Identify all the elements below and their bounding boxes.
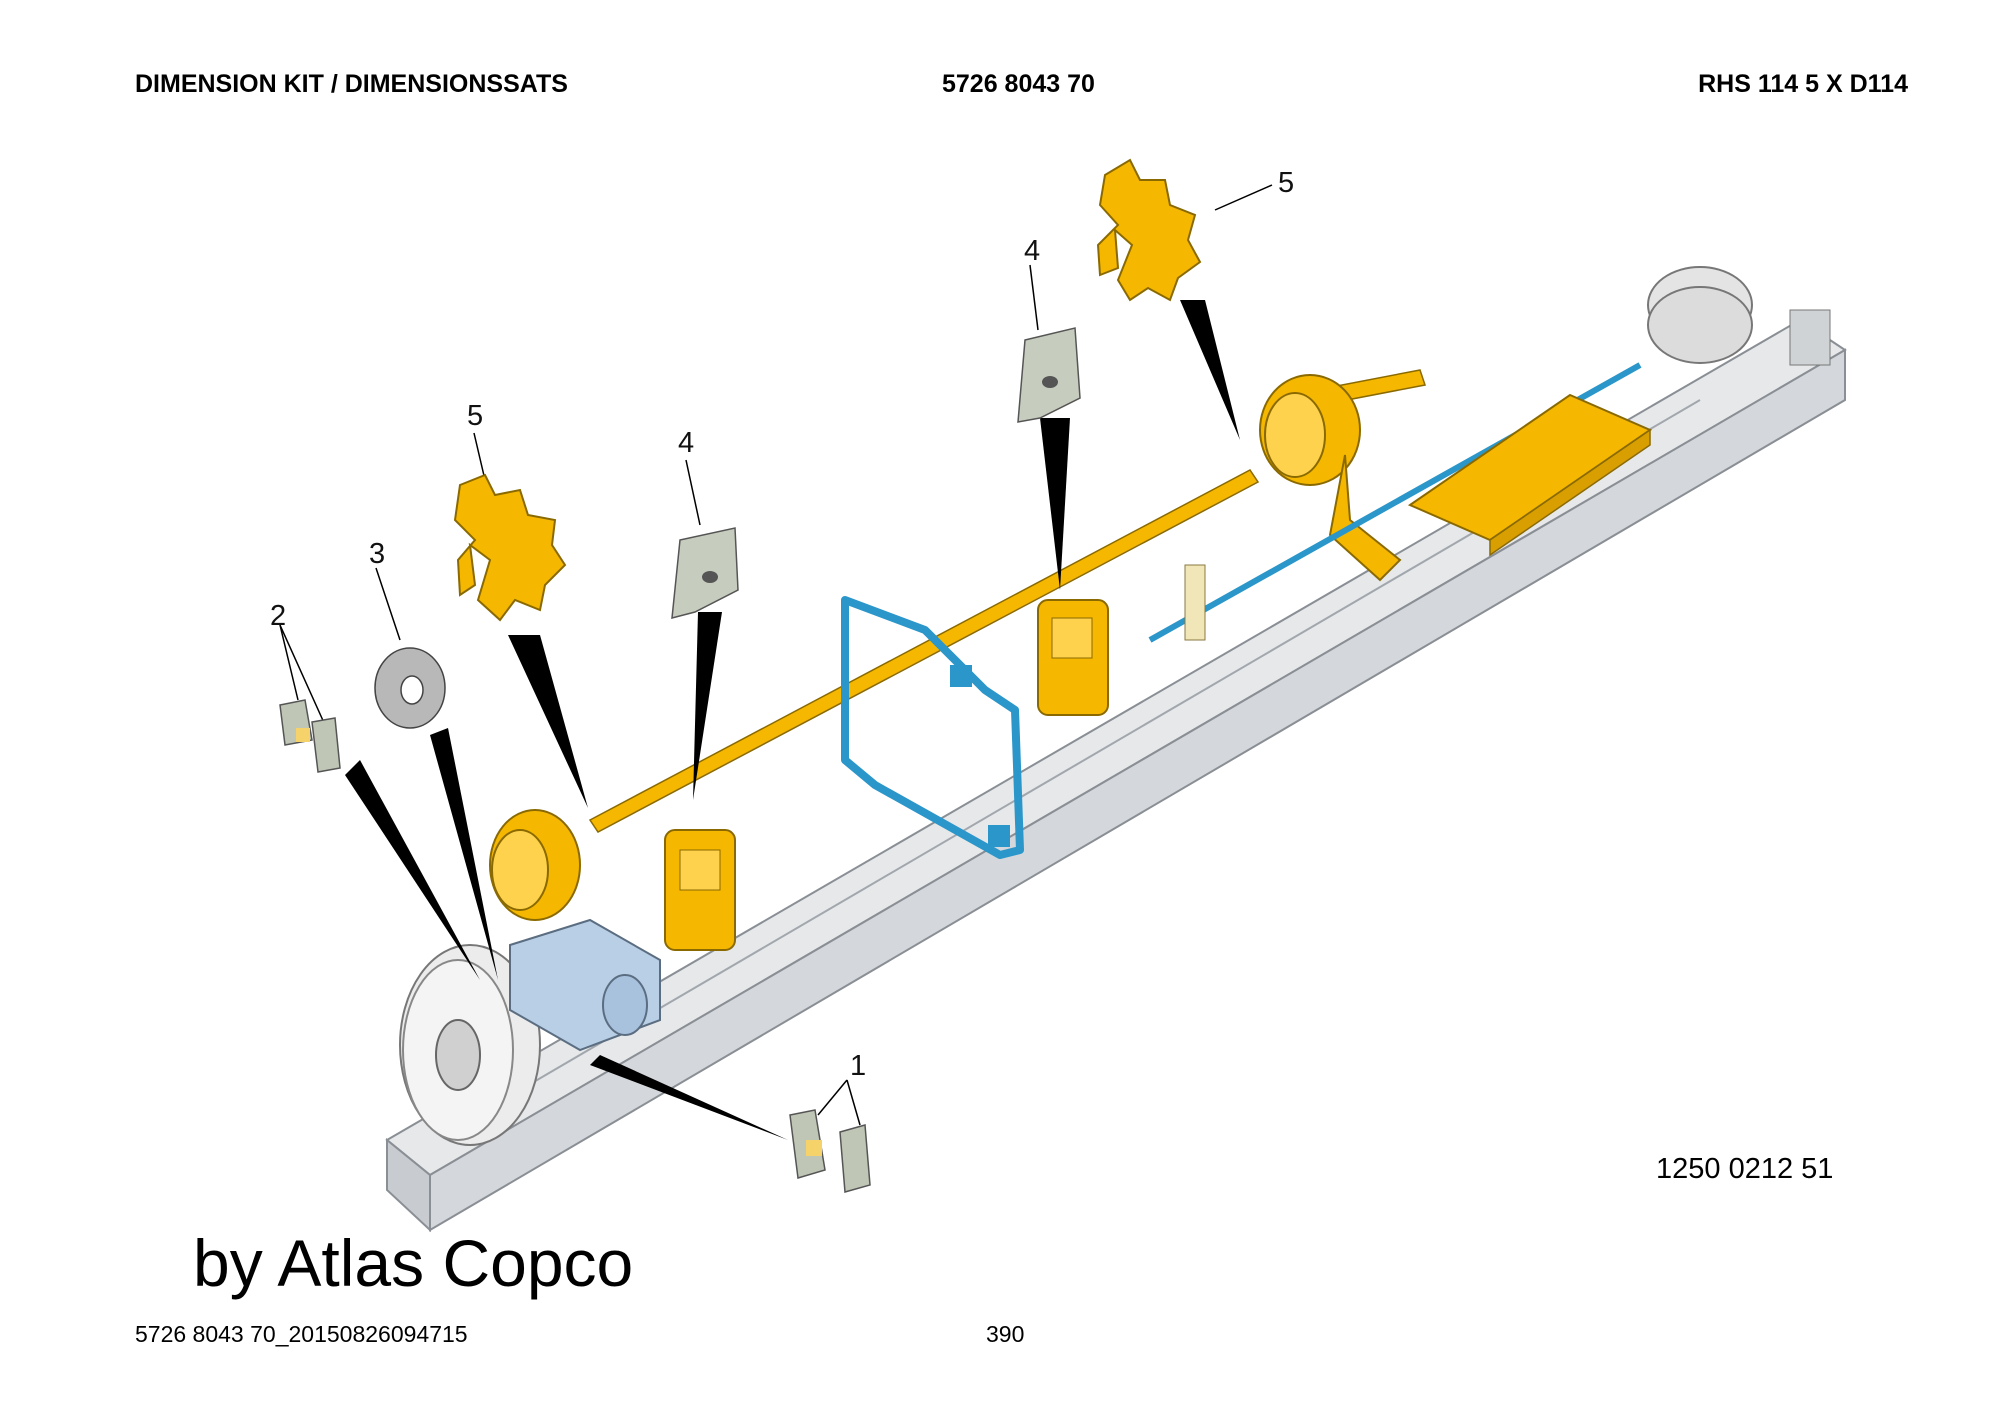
callout-3: 3	[369, 538, 385, 570]
brand-caption: by Atlas Copco	[193, 1226, 634, 1300]
footer-page-number: 390	[986, 1321, 1025, 1347]
part-2-wear-pads	[279, 699, 341, 773]
callout-2: 2	[270, 600, 286, 632]
callout-1: 1	[850, 1050, 866, 1082]
footer-file-id: 5726 8043 70_20150826094715	[135, 1321, 468, 1347]
hydraulic-hose-frame	[841, 596, 1024, 859]
rear-rod-guide	[1259, 374, 1402, 582]
part-1-wear-pads	[789, 1109, 871, 1193]
callout-4-front: 4	[678, 427, 694, 459]
part-3-washer	[374, 647, 446, 729]
rear-carriage	[1148, 362, 1653, 643]
rear-hose-reel	[1647, 266, 1831, 366]
callout-4-rear: 4	[1024, 235, 1040, 267]
drawing-number: 1250 0212 51	[1656, 1153, 1834, 1185]
header-part-number: 5726 8043 70	[942, 70, 1095, 98]
part-5-sprocket-rear	[1096, 158, 1202, 302]
header-model: RHS 114 5 X D114	[1698, 70, 1908, 98]
callout-pointers	[279, 184, 1273, 1140]
part-4-guide-block-front	[671, 527, 739, 619]
rod-centralizer-rear	[1037, 599, 1109, 716]
front-rod-guide	[489, 809, 581, 921]
part-5-sprocket-front	[453, 473, 567, 622]
callout-5-rear: 5	[1278, 167, 1294, 199]
rod-centralizer-front	[664, 829, 736, 951]
header-title: DIMENSION KIT / DIMENSIONSSATS	[135, 70, 568, 98]
valve-block	[509, 918, 661, 1052]
front-hose-reel	[399, 944, 541, 1146]
part-4-guide-block-rear	[1017, 327, 1081, 423]
callout-5-front: 5	[467, 400, 483, 432]
